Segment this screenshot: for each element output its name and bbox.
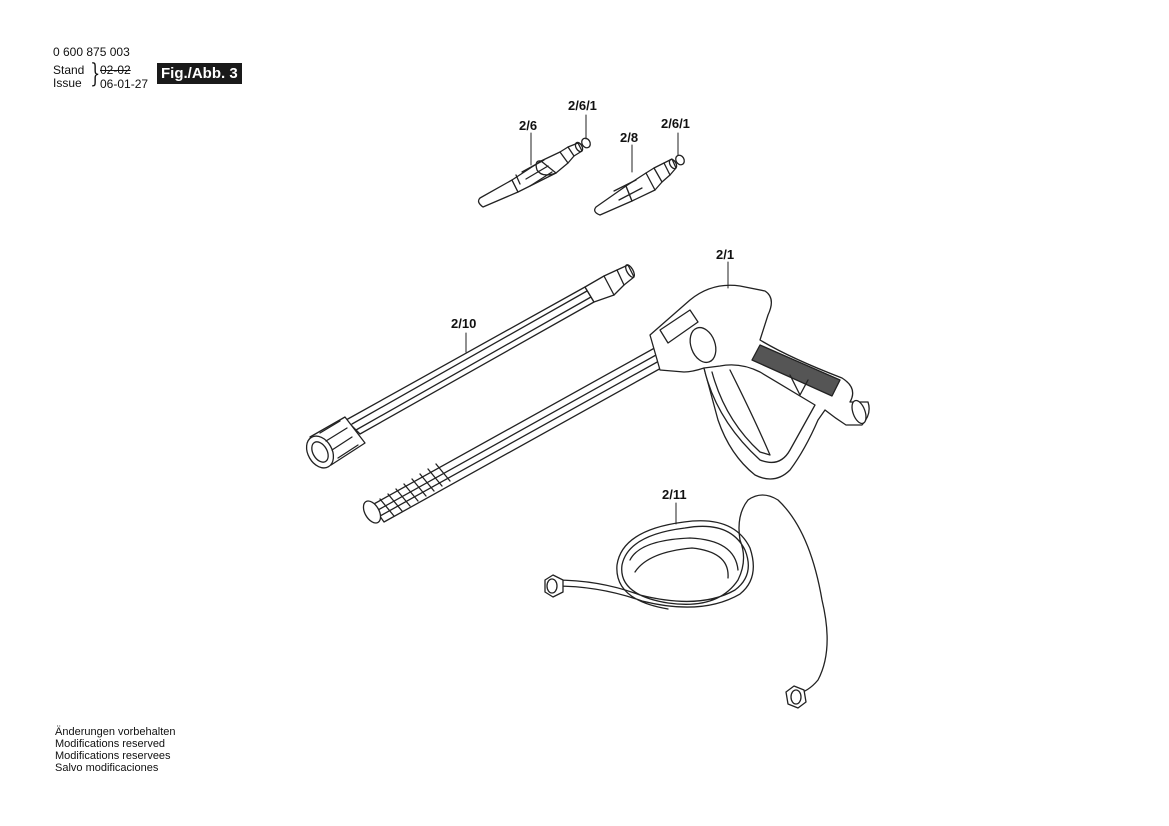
- nozzle-part-2-6: [477, 141, 584, 208]
- callout-2-6: 2/6: [519, 118, 537, 133]
- callout-2-6-1-a: 2/6/1: [568, 98, 597, 113]
- callout-2-11: 2/11: [662, 487, 687, 502]
- stand-label: Stand: [53, 63, 85, 77]
- modifications-notice: Änderungen vorbehalten Modifications res…: [55, 726, 175, 774]
- oring-part-2-6-1-a: [581, 137, 591, 149]
- callout-2-1: 2/1: [716, 247, 734, 262]
- nozzle-part-2-8: [594, 158, 678, 216]
- issue-date: 06-01-27: [100, 77, 149, 91]
- notice-line-es: Salvo modificaciones: [55, 762, 159, 774]
- document-number: 0 600 875 003: [53, 45, 130, 59]
- spray-gun-part-2-1: [362, 284, 870, 524]
- notice-line-fr: Modifications reservees: [55, 750, 171, 762]
- extension-lance-part-2-10: [305, 264, 636, 469]
- callout-2-10: 2/10: [451, 316, 476, 331]
- callout-2-6-1-b: 2/6/1: [661, 116, 690, 131]
- notice-line-de: Änderungen vorbehalten: [55, 726, 176, 738]
- issue-label: Issue: [53, 76, 82, 90]
- brace-glyph: }: [90, 59, 101, 89]
- old-date: 02-02: [100, 63, 131, 77]
- leader-lines: [465, 114, 729, 525]
- oring-part-2-6-1-b: [675, 154, 685, 166]
- notice-line-en: Modifications reserved: [55, 738, 166, 750]
- callout-2-8: 2/8: [620, 130, 638, 145]
- figure-badge: Fig./Abb. 3: [157, 63, 242, 84]
- hose-part-2-11: [544, 494, 828, 709]
